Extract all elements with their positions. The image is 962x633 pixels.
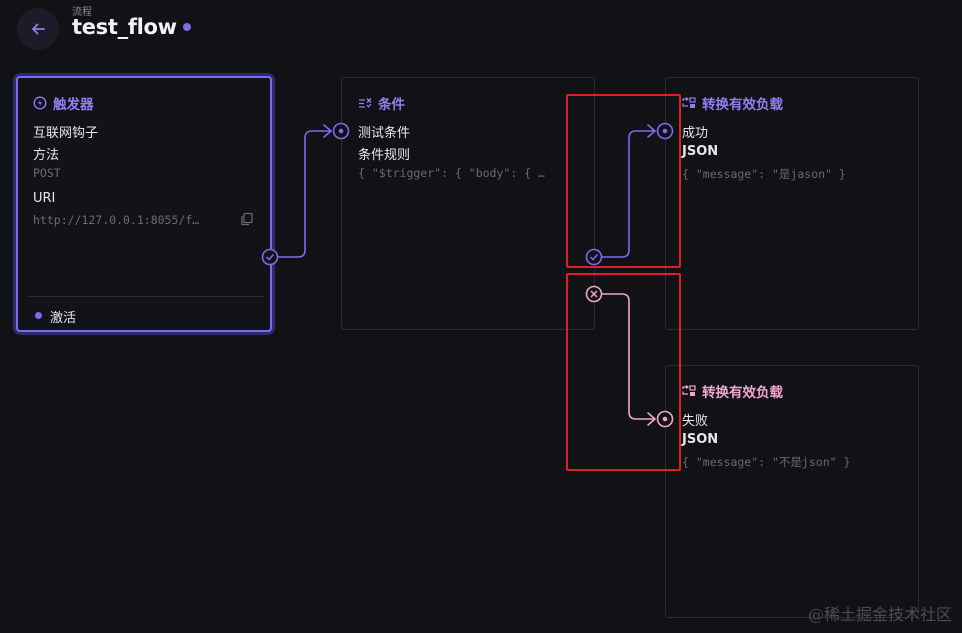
transform-success-title: 转换有效负载 <box>702 97 783 113</box>
trigger-output-handle <box>261 248 279 266</box>
trigger-name: 互联网钩子 <box>33 126 99 141</box>
copy-icon[interactable] <box>240 212 254 226</box>
condition-name: 测试条件 <box>358 126 411 141</box>
method-label: 方法 <box>33 148 60 163</box>
edge-condition-success <box>602 130 655 258</box>
uri-value: http://127.0.0.1:8055/f… <box>33 213 200 227</box>
unsaved-indicator <box>182 23 191 31</box>
highlight-success-branch <box>566 94 681 268</box>
transform-success-payload: { "message": "是jason" } <box>682 167 846 181</box>
transform-failure-title: 转换有效负载 <box>702 385 783 401</box>
transform-success-card[interactable]: 转换有效负载 成功 JSON { "message": "是jason" } <box>665 77 919 330</box>
condition-card-header: 条件 <box>358 93 405 113</box>
transform-success-format: JSON <box>682 144 719 159</box>
edge-condition-failure <box>602 293 655 420</box>
condition-success-handle <box>585 248 603 266</box>
transform-icon <box>682 385 696 396</box>
transform-icon <box>682 97 696 108</box>
condition-card[interactable]: 条件 测试条件 条件规则 { "$trigger": { "body": { … <box>341 77 595 330</box>
trigger-card-header: 触发器 <box>33 93 94 113</box>
trigger-card[interactable]: 触发器 互联网钩子 方法 POST URI http://127.0.0.1:8… <box>16 76 272 332</box>
method-value: POST <box>33 166 61 180</box>
transform-failure-format: JSON <box>682 432 719 447</box>
page-title: test_flow <box>72 15 177 39</box>
back-button[interactable] <box>17 8 59 50</box>
uri-label: URI <box>33 191 56 206</box>
card-divider <box>28 296 264 297</box>
edge-trigger-condition <box>278 130 331 258</box>
condition-input-handle <box>332 122 350 140</box>
trigger-title: 触发器 <box>53 97 94 113</box>
transform-failure-name: 失败 <box>682 414 709 429</box>
transform-failure-header: 转换有效负载 <box>682 381 783 401</box>
watermark: @稀土掘金技术社区 <box>807 605 952 624</box>
title-row: test_flow <box>72 15 191 39</box>
condition-icon <box>359 98 372 108</box>
condition-failure-handle <box>585 285 603 303</box>
arrow-left-icon <box>32 23 45 35</box>
transform-failure-payload: { "message": "不是json" } <box>682 455 851 469</box>
transform-failure-card[interactable]: 转换有效负载 失败 JSON { "message": "不是json" } <box>665 365 919 618</box>
status-dot <box>35 312 42 319</box>
transform-success-name: 成功 <box>682 126 709 141</box>
condition-title: 条件 <box>378 97 405 113</box>
transform-failure-input-handle <box>656 410 674 428</box>
bolt-circle-icon <box>33 96 47 110</box>
status-label: 激活 <box>50 311 77 326</box>
breadcrumb[interactable]: 流程 <box>72 7 92 18</box>
rule-value: { "$trigger": { "body": { … <box>358 166 545 180</box>
transform-success-header: 转换有效负载 <box>682 93 783 113</box>
rule-label: 条件规则 <box>358 148 411 163</box>
highlight-failure-branch <box>566 273 681 471</box>
transform-success-input-handle <box>656 122 674 140</box>
